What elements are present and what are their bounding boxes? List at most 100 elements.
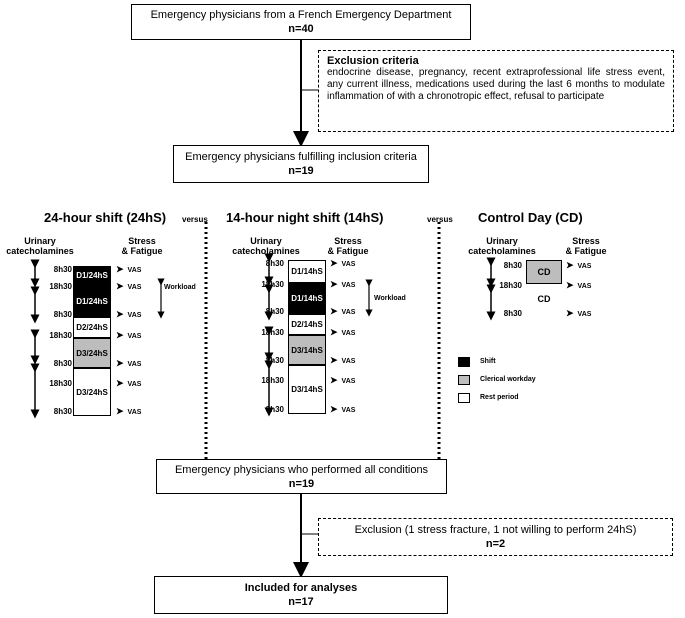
segment-clerical: D3/14hS [288,335,326,365]
arrow-right-icon: ➤ [330,355,338,365]
header-urinary-24hs: Urinary catecholamines [6,236,74,256]
arrow-right-icon: ➤ [116,330,124,340]
performed-text: Emergency physicians who performed all c… [174,464,429,476]
arrow-right-icon: ➤ [116,406,124,416]
exclusion-criteria-text: endocrine disease, pregnancy, recent ext… [327,67,665,102]
segment-shift: D1/24hS [73,285,111,317]
time-label: 8h30 [53,310,72,319]
arrow-right-icon: ➤ [116,358,124,368]
time-label: 18h30 [49,331,72,340]
segment-rest: D2/24hS [73,317,111,338]
vas-text: VAS [341,261,356,268]
recruitment-count: n=40 [288,23,314,35]
vas-text: VAS [341,358,356,365]
arrow-right-icon: ➤ [330,306,338,316]
vas-text: VAS [127,409,142,416]
vas-text: VAS [127,284,142,291]
arrow-right-icon: ➤ [330,258,338,268]
vas-label: ➤VAS [116,264,141,275]
header-stress-cd: Stress & Fatigue [565,236,607,256]
vas-label: ➤VAS [330,258,355,269]
arrow-right-icon: ➤ [116,281,124,291]
arrow-right-icon: ➤ [330,404,338,414]
vas-text: VAS [127,361,142,368]
time-label: 18h30 [499,281,522,290]
vas-text: VAS [577,263,592,270]
vas-label: ➤VAS [330,327,355,338]
segment-label-cd: CD [537,294,551,304]
time-label: 8h30 [53,359,72,368]
vas-label: ➤VAS [330,279,355,290]
arrow-right-icon: ➤ [330,279,338,289]
time-label: 18h30 [261,280,284,289]
vas-label: ➤VAS [566,260,591,271]
vas-text: VAS [127,381,142,388]
workload-label-14hs: Workload [374,295,406,302]
vas-text: VAS [341,378,356,385]
time-label: 8h30 [265,405,284,414]
exclusion-2-count: n=2 [485,538,506,550]
vas-label: ➤VAS [116,406,141,417]
segment-rest: D3/24hS [73,368,111,416]
vas-label: ➤VAS [330,355,355,366]
legend-swatch-shift [458,357,470,367]
versus-label-2: versus [427,215,453,224]
time-label: 18h30 [261,328,284,337]
vas-label: ➤VAS [566,280,591,291]
vas-label: ➤VAS [566,308,591,319]
vas-text: VAS [341,330,356,337]
vas-text: VAS [577,311,592,318]
arrow-right-icon: ➤ [566,308,574,318]
legend-swatch-clerical [458,375,470,385]
vas-label: ➤VAS [116,378,141,389]
arrow-right-icon: ➤ [330,375,338,385]
legend-label-shift: Shift [480,358,496,365]
arrow-right-icon: ➤ [116,264,124,274]
time-label: 18h30 [261,376,284,385]
versus-label-1: versus [182,215,208,224]
inclusion-box: Emergency physicians fulfilling inclusio… [173,145,429,183]
arrow-right-icon: ➤ [566,280,574,290]
segment-shift: D1/24hS [73,266,111,285]
segment-clerical: CD [526,260,562,284]
exclusion-criteria-box: Exclusion criteria endocrine disease, pr… [318,50,674,132]
arrow-right-icon: ➤ [566,260,574,270]
col-title-cd: Control Day (CD) [478,210,583,225]
time-label: 8h30 [265,356,284,365]
arrow-right-icon: ➤ [330,327,338,337]
time-label: 8h30 [53,265,72,274]
time-label: 8h30 [503,261,522,270]
segment-clerical: D3/24hS [73,338,111,368]
vas-label: ➤VAS [116,330,141,341]
header-urinary-14hs: Urinary catecholamines [232,236,300,256]
vas-text: VAS [341,309,356,316]
vas-label: ➤VAS [116,309,141,320]
legend-label-rest: Rest period [480,394,519,401]
segment-rest: D3/14hS [288,365,326,414]
included-box: Included for analyses n=17 [154,576,448,614]
exclusion-criteria-title: Exclusion criteria [327,55,419,67]
time-label: 8h30 [53,407,72,416]
recruitment-box: Emergency physicians from a French Emerg… [131,4,471,40]
time-label: 18h30 [49,282,72,291]
performed-count: n=19 [288,478,315,490]
segment-rest: D1/14hS [288,260,326,283]
col-title-14hs: 14-hour night shift (14hS) [226,210,384,225]
vas-label: ➤VAS [116,281,141,292]
included-text: Included for analyses [244,582,358,594]
vas-text: VAS [127,333,142,340]
inclusion-count: n=19 [288,165,314,177]
vas-label: ➤VAS [116,358,141,369]
legend-label-clerical: Clerical workday [480,376,536,383]
performed-box: Emergency physicians who performed all c… [156,459,447,494]
vas-text: VAS [341,407,356,414]
time-label: 8h30 [265,259,284,268]
workload-label-24hs: Workload [164,284,196,291]
segment-rest: D2/14hS [288,314,326,335]
arrow-right-icon: ➤ [116,309,124,319]
vas-text: VAS [577,283,592,290]
arrow-right-icon: ➤ [116,378,124,388]
vas-text: VAS [341,282,356,289]
inclusion-text: Emergency physicians fulfilling inclusio… [185,151,417,163]
